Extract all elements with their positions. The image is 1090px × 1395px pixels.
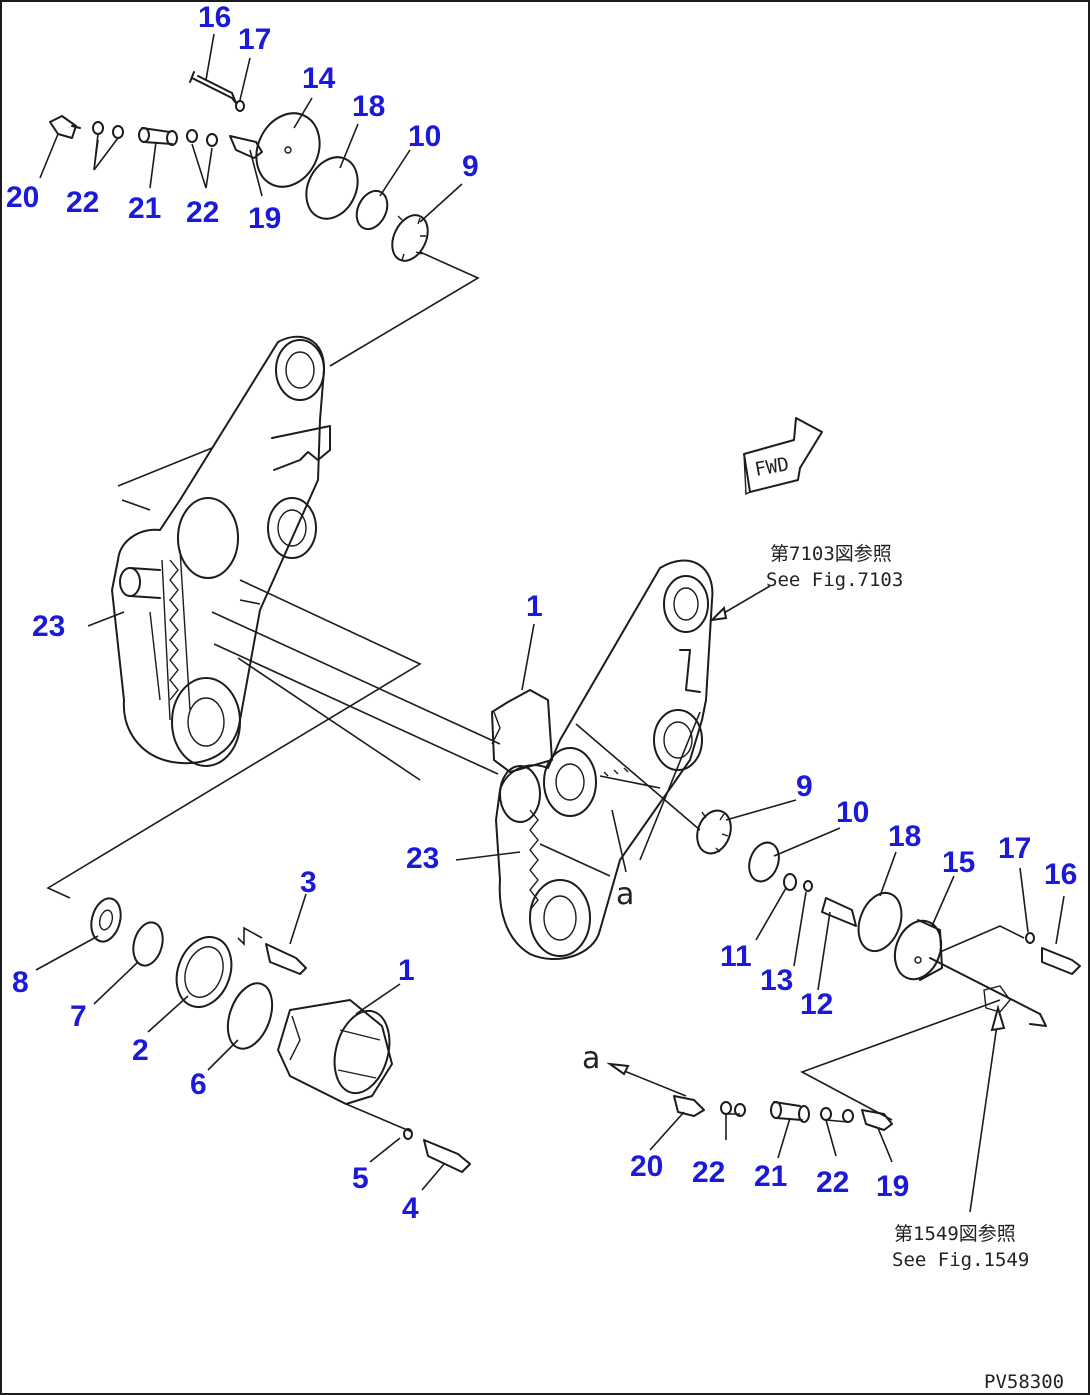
callout-5: 5 [352, 1162, 369, 1195]
left-chain-case [111, 335, 331, 767]
callout-15: 15 [942, 846, 975, 879]
callout-20: 20 [6, 181, 39, 214]
ref-1549-jp: 第1549図参照 [894, 1223, 1016, 1245]
ref-7103-jp: 第7103図参照 [770, 543, 892, 565]
callout-6: 6 [190, 1068, 207, 1101]
callout-3: 3 [300, 866, 317, 899]
ref-letter-a-lower: a [582, 1041, 600, 1076]
callout-numbers: 16 17 14 18 10 9 20 22 21 22 19 23 1 23 … [6, 1, 1077, 1225]
drawing-code: PV58300 [984, 1371, 1064, 1393]
callout-23: 23 [32, 610, 65, 643]
ref-letter-a-center: a [616, 877, 634, 912]
ref-1549-en: See Fig.1549 [892, 1249, 1029, 1271]
callout-4: 4 [402, 1192, 419, 1225]
callout-7: 7 [70, 1000, 87, 1033]
callout-22: 22 [816, 1166, 849, 1199]
assembly-lines [46, 447, 501, 946]
callout-2: 2 [132, 1034, 149, 1067]
callout-21: 21 [754, 1160, 787, 1193]
callout-leaders [35, 33, 1065, 1191]
callout-13: 13 [760, 964, 793, 997]
right-exploded-parts [696, 809, 1081, 1213]
callout-20: 20 [630, 1150, 663, 1183]
callout-22: 22 [66, 186, 99, 219]
reference-notes: 第7103図参照 See Fig.7103 第1549図参照 See Fig.1… [582, 543, 1064, 1393]
callout-19: 19 [248, 202, 281, 235]
callout-9: 9 [462, 150, 479, 183]
center-chain-case [491, 559, 714, 961]
callout-17: 17 [998, 832, 1031, 865]
callout-17: 17 [238, 23, 271, 56]
lower-left-parts [90, 897, 471, 1173]
callout-1: 1 [526, 590, 543, 623]
fwd-arrow: FWD [743, 417, 823, 496]
callout-22: 22 [692, 1156, 725, 1189]
callout-12: 12 [800, 988, 833, 1021]
upper-small-parts [49, 71, 480, 367]
callout-10: 10 [836, 796, 869, 829]
ref-7103-pointer [709, 585, 771, 622]
callout-8: 8 [12, 966, 29, 999]
callout-10: 10 [408, 120, 441, 153]
callout-18: 18 [888, 820, 921, 853]
callout-19: 19 [876, 1170, 909, 1203]
callout-14: 14 [302, 62, 336, 95]
callout-22: 22 [186, 196, 219, 229]
callout-1: 1 [398, 954, 415, 987]
callout-18: 18 [352, 90, 385, 123]
callout-11: 11 [720, 940, 752, 973]
callout-21: 21 [128, 192, 161, 225]
callout-23: 23 [406, 842, 439, 875]
callout-16: 16 [198, 1, 231, 34]
ref-7103-en: See Fig.7103 [766, 569, 903, 591]
callout-9: 9 [796, 770, 813, 803]
fwd-label: FWD [753, 453, 791, 481]
callout-16: 16 [1044, 858, 1077, 891]
